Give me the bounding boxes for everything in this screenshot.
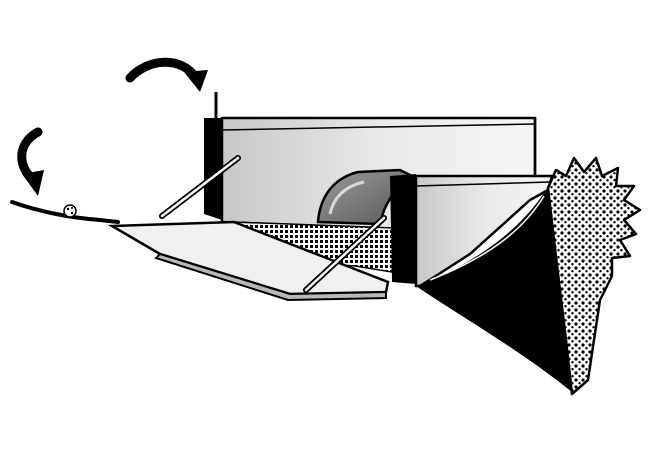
flexible-strip — [10, 200, 120, 224]
curved-arrow-top-icon — [125, 57, 208, 92]
curved-deflector — [316, 168, 415, 226]
ball-icon — [63, 204, 77, 218]
dark-cone — [416, 180, 573, 392]
curved-arrow-left-icon — [17, 127, 44, 196]
support-rod-right — [303, 215, 387, 293]
spiky-seed-pod-icon — [546, 156, 642, 396]
support-rod-left — [159, 155, 241, 219]
